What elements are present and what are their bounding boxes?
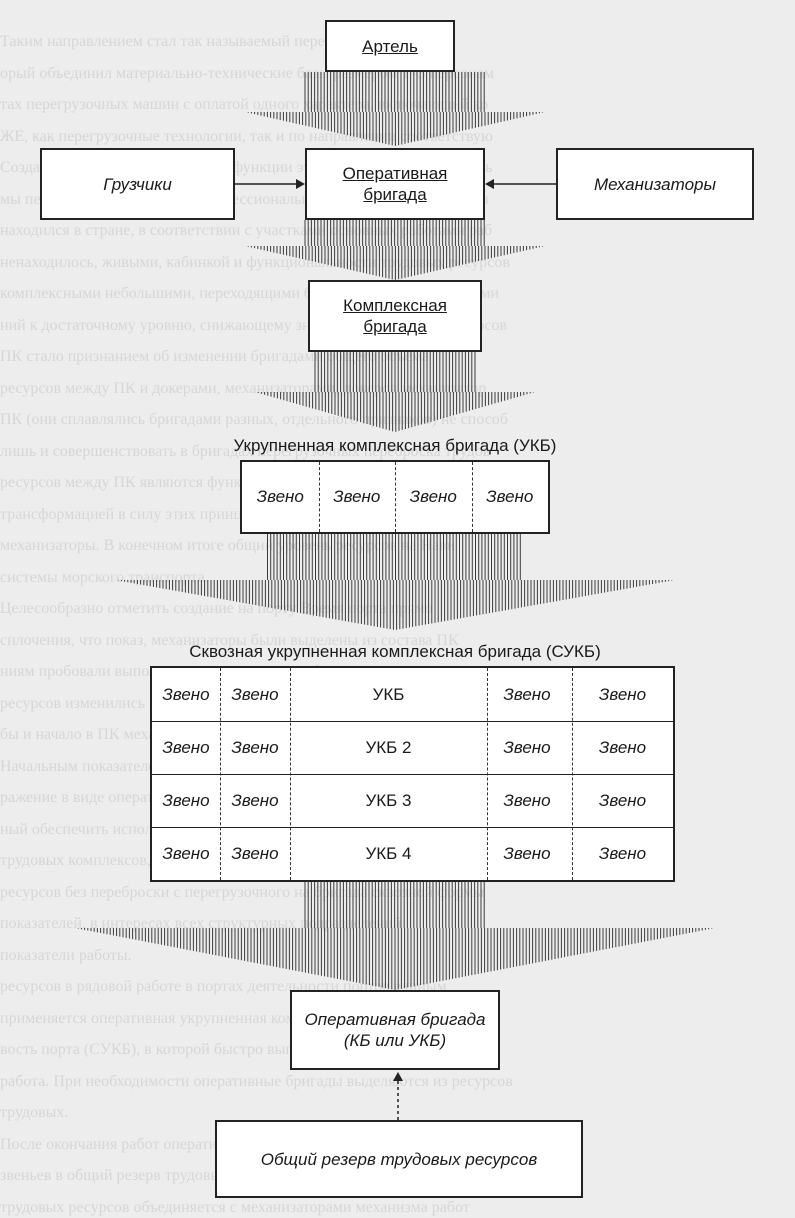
arrow-operative-to-complex [247, 220, 544, 280]
sukb-row-divider [152, 721, 673, 722]
sukb-cell-ukb: УКБ 4 [365, 843, 412, 863]
arrow-complex-to-ukb [257, 352, 534, 432]
sukb-column-divider [487, 668, 488, 880]
sukb-cell-zveno: Звено [598, 737, 647, 757]
sukb-cell-zveno: Звено [503, 684, 551, 704]
loaders-box: Грузчики [40, 148, 235, 220]
background-text-line: показателей, в интересах всех структурны… [0, 915, 402, 932]
ukb-divider [318, 462, 320, 532]
artel-label: Артель [362, 36, 418, 56]
background-text-line: ресурсов между ПК и докерами, механизато… [0, 379, 487, 397]
background-text-line: сплочения, что показ, механизаторы были … [0, 631, 459, 649]
artel-box: Артель [325, 20, 455, 72]
background-text-line: ресурсов без переброски с перегрузочного… [0, 883, 485, 901]
arrow-sukb-to-operative [77, 882, 713, 990]
sukb-row-divider [152, 774, 673, 775]
ukb-divider [395, 462, 396, 532]
sukb-cell-zveno: Звено [162, 684, 210, 704]
mechanizers-box: Механизаторы [556, 148, 754, 220]
arrowhead-into-operative-bottom [393, 1072, 403, 1081]
sukb-cell-zveno: Звено [598, 843, 647, 863]
complex-brigade-box: Комплексная бригада [308, 280, 482, 352]
background-text-line: показатели работы. [0, 946, 132, 964]
labor-reserve-box: Общий резерв трудовых ресурсов [215, 1120, 583, 1198]
arrowhead-into-operative-right [485, 179, 494, 189]
sukb-cell-ukb: УКБ 3 [365, 790, 412, 810]
sukb-cell-zveno: Звено [162, 843, 210, 863]
background-text-line: лишь и совершенствовать в бригадах перег… [0, 442, 491, 460]
operative-brigade-bottom-box: Оперативная бригада (КБ или УКБ) [290, 990, 500, 1070]
background-text-line: трудовых. [0, 1104, 69, 1121]
ukb-divider [471, 462, 473, 532]
background-text-line: ПК (они сплавлялись бригадами разных, от… [0, 411, 508, 428]
sukb-cell-zveno: Звено [231, 790, 279, 810]
operative-brigade-bottom-line2: (КБ или УКБ) [343, 1031, 447, 1050]
operative-brigade-top-box: Оперативная бригада [305, 148, 485, 220]
arrow-artel-to-operative [247, 72, 544, 146]
ukb-cell-zveno: Звено [409, 487, 457, 506]
sukb-cell-zveno: Звено [231, 843, 279, 863]
sukb-column-divider [572, 668, 573, 880]
labor-reserve-label: Общий резерв трудовых ресурсов [260, 1149, 538, 1169]
sukb-cell-zveno: Звено [231, 684, 279, 704]
ukb-box: Звено Звено Звено Звено [240, 460, 550, 534]
mechanizers-label: Механизаторы [594, 174, 716, 194]
sukb-row-divider [152, 827, 673, 828]
arrowhead-into-operative-left [296, 179, 305, 189]
sukb-cell-zveno: Звено [598, 684, 647, 704]
sukb-cell-ukb: УКБ [372, 684, 405, 704]
sukb-cell-ukb: УКБ 2 [365, 737, 412, 757]
sukb-cell-zveno: Звено [162, 790, 210, 810]
operative-brigade-bottom-line1: Оперативная бригада [304, 1010, 486, 1029]
complex-brigade-label: Комплексная бригада [343, 296, 447, 336]
operative-brigade-top-label: Оперативная бригада [342, 164, 448, 204]
sukb-cell-zveno: Звено [503, 737, 551, 757]
sukb-cell-zveno: Звено [503, 790, 551, 810]
ukb-cell-zveno: Звено [333, 487, 381, 506]
background-text-line: работа. При необходимости оперативные бр… [0, 1072, 513, 1090]
sukb-caption: Сквозная укрупненная комплексная бригада… [189, 642, 601, 661]
ukb-caption: Укрупненная комплексная бригада (УКБ) [233, 436, 557, 455]
sukb-cell-zveno: Звено [162, 737, 210, 757]
sukb-column-divider [220, 668, 221, 880]
background-text-line: Целесообразно отметить создание на порту… [0, 600, 433, 617]
sukb-cell-zveno: Звено [598, 790, 647, 810]
sukb-cell-zveno: Звено [503, 843, 551, 863]
sukb-cell-zveno: Звено [231, 737, 279, 757]
sukb-column-divider [290, 668, 291, 880]
arrow-ukb-to-sukb [117, 534, 673, 630]
ukb-cell-zveno: Звено [256, 487, 304, 506]
ukb-cell-zveno: Звено [486, 487, 534, 506]
loaders-label: Грузчики [103, 174, 172, 194]
background-text-line: трудовых ресурсов объединяется с механиз… [0, 1198, 470, 1216]
